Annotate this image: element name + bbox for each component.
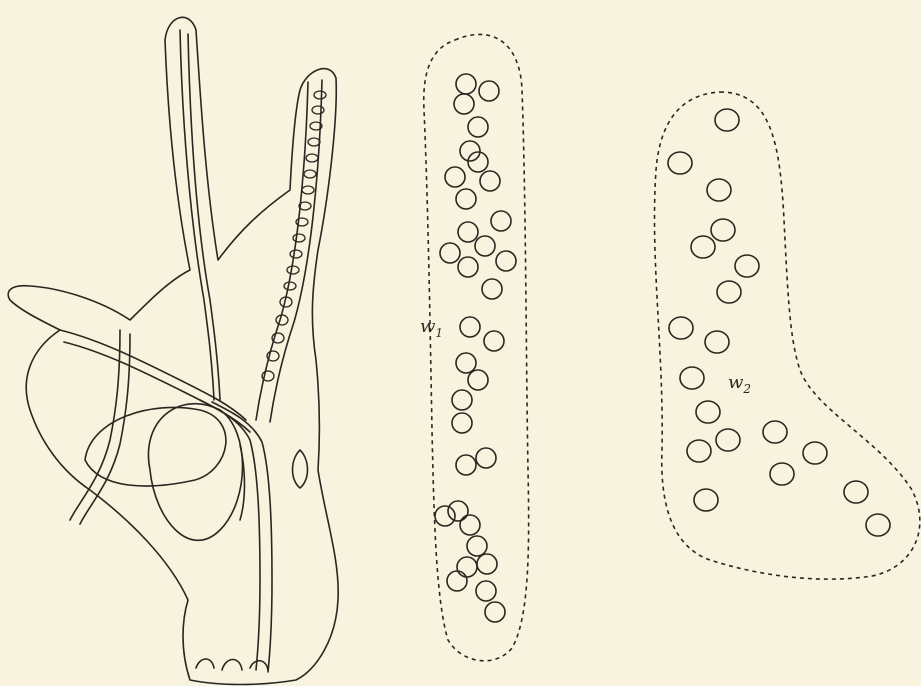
cluster-w1-label: w1 (420, 316, 443, 340)
cluster-w2-label: w2 (728, 372, 751, 396)
anatomical-drawing (8, 17, 338, 684)
central-loop (148, 404, 242, 541)
cluster-w2-cells (668, 109, 890, 536)
cluster-w1-boundary (424, 34, 529, 660)
cluster-w2-boundary (654, 92, 919, 579)
drawing-outline (8, 17, 338, 684)
left-prong-tube (180, 30, 214, 400)
cluster-w1-cells (435, 74, 516, 622)
cell-cluster-w2: w2 (654, 92, 919, 579)
cell-cluster-w1: w1 (420, 34, 529, 660)
